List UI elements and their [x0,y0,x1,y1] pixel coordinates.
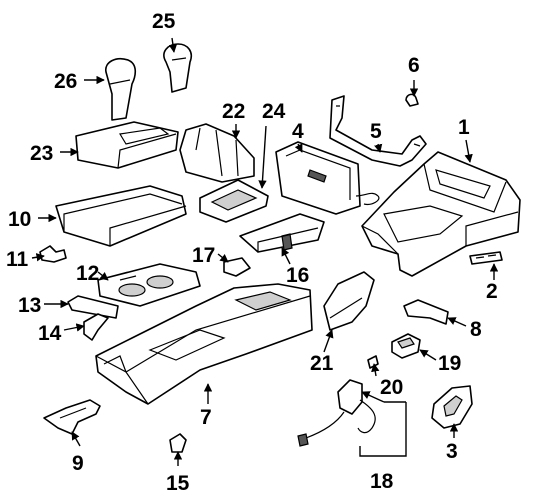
part-6-fastener [405,93,419,107]
callout-14: 14 [38,322,62,345]
callout-2: 2 [486,280,498,303]
callout-25: 25 [152,10,176,33]
callout-7: 7 [200,406,212,429]
callout-22: 22 [222,100,245,123]
leader-lines [31,37,499,466]
part-14-bracket [83,313,109,341]
callout-11: 11 [6,248,29,271]
part-5-bracket [329,95,427,167]
part-20-screw [367,355,379,369]
part-23-shifter-bezel [75,121,179,169]
part-25-shift-knob [163,43,193,93]
callout-17: 17 [192,244,215,267]
callout-19: 19 [438,352,461,375]
callout-15: 15 [166,472,190,495]
part-22-shift-boot [179,123,255,183]
part-1-front-console [361,151,521,277]
part-19-switch [391,333,421,359]
part-7-rear-console [95,283,313,405]
part-10-armrest-lid [55,185,187,247]
part-17-retainer [223,257,251,277]
callout-16: 16 [286,264,309,287]
callout-18: 18 [370,470,394,493]
part-18-wiring-harness [297,379,376,447]
callout-1: 1 [458,116,470,139]
callout-23: 23 [30,142,53,165]
callout-20: 20 [380,376,403,399]
part-15-clip [169,433,187,453]
part-12-cupholder [97,263,201,307]
part-2-clip [469,251,503,265]
callout-6: 6 [408,54,420,77]
part-24-boot-retainer [199,179,269,223]
part-16-compartment-door [239,213,325,253]
callout-24: 24 [262,100,286,123]
callout-26: 26 [54,70,77,93]
part-13-trim-strip [67,295,119,319]
callout-3: 3 [446,440,458,463]
part-4-console-panel [275,141,380,215]
callout-labels: 25 26 6 22 24 23 4 5 1 10 11 12 17 16 2 … [6,10,498,495]
callout-8: 8 [470,318,482,341]
callout-21: 21 [310,352,334,375]
part-9-mounting-bracket [43,399,101,435]
callout-4: 4 [292,120,304,143]
callout-9: 9 [72,452,84,475]
callout-12: 12 [76,262,99,285]
part-11-hinge-clip [39,245,67,263]
part-21-side-panel [323,271,375,331]
part-3-bezel [431,385,473,429]
part-8-trim-bracket [403,299,449,325]
callout-10: 10 [8,208,31,231]
callout-5: 5 [370,120,382,143]
callout-13: 13 [18,294,41,317]
part-26-shift-knob [105,57,137,121]
